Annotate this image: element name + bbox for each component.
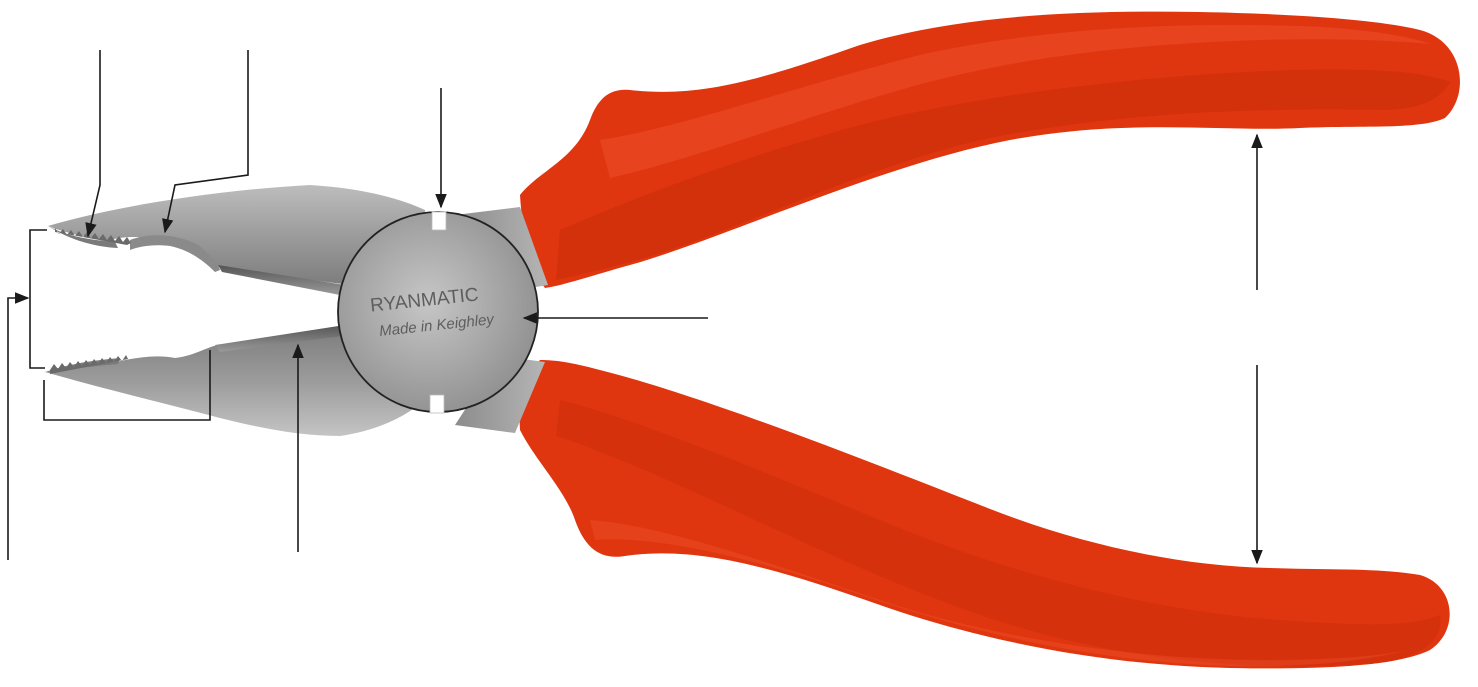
- leader-line-jaw-pointer: [8, 298, 28, 560]
- pivot-joint: [338, 212, 538, 413]
- leader-line-jaw-bracket: [30, 230, 47, 368]
- upper-handle: [520, 12, 1460, 288]
- lower-handle: [520, 360, 1450, 668]
- leader-line-serrated-tip: [88, 50, 100, 236]
